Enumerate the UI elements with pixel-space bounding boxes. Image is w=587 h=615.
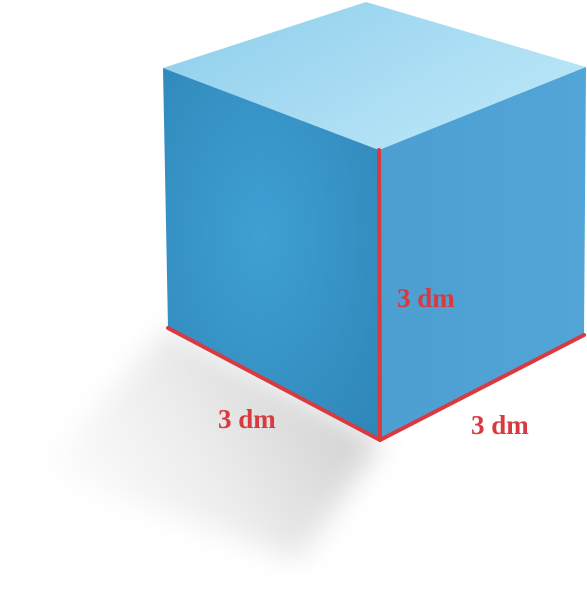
height-edge (377, 148, 382, 442)
cube-right-face (379, 67, 586, 440)
cube-top-face (163, 2, 586, 150)
height-label: 3 dm (397, 283, 455, 313)
front-edge-label: 3 dm (218, 404, 276, 434)
front-bottom-edge (166, 326, 382, 442)
cube-shadow (40, 328, 382, 560)
right-edge-label: 3 dm (471, 410, 529, 440)
right-bottom-edge (378, 333, 586, 442)
cube-left-face (163, 68, 380, 440)
